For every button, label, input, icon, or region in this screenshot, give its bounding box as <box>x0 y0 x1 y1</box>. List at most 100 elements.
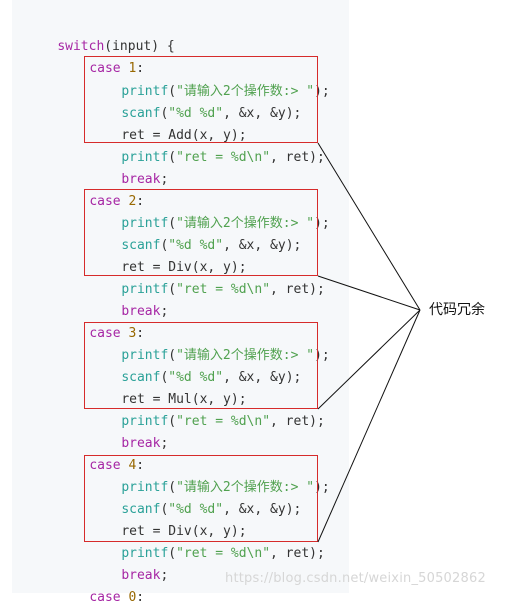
case-keyword: case <box>89 458 121 473</box>
case-number: 1 <box>128 61 137 76</box>
assign-statement: ret = Add(x, y); <box>121 128 247 143</box>
printf-args: , ret); <box>270 414 325 429</box>
printf-function: printf <box>121 84 169 99</box>
case-4-scanf: scanf("%d %d", &x, &y); <box>90 477 301 517</box>
case-2-label: case 2: <box>58 169 144 209</box>
case-1-printf-result: printf("ret = %d\n", ret); <box>90 125 325 165</box>
case-3-label: case 3: <box>58 301 144 341</box>
printf-function: printf <box>121 480 169 495</box>
result-string: "ret = %d\n" <box>176 414 271 429</box>
format-string: "%d %d" <box>168 238 224 253</box>
case-colon: : <box>136 590 145 601</box>
redundant-code-box-4 <box>84 455 318 542</box>
printf-function: printf <box>121 150 169 165</box>
switch-rest: (input) { <box>104 39 175 54</box>
printf-function: printf <box>121 414 169 429</box>
result-string: "ret = %d\n" <box>176 282 271 297</box>
case-4-assign: ret = Div(x, y); <box>90 499 246 539</box>
assign-statement: ret = Mul(x, y); <box>121 392 247 407</box>
switch-keyword: switch <box>57 39 105 54</box>
break-keyword: break <box>121 436 161 451</box>
case-3-break: break; <box>90 411 168 451</box>
redundant-code-box-1 <box>84 56 318 143</box>
switch-line: switch(input) { <box>26 14 174 54</box>
result-string: "ret = %d\n" <box>176 546 271 561</box>
paren-open: ( <box>168 348 177 363</box>
printf-function: printf <box>121 348 169 363</box>
case-keyword: case <box>89 326 121 341</box>
result-string: "ret = %d\n" <box>176 150 271 165</box>
printf-function: printf <box>121 282 169 297</box>
case-2-break: break; <box>90 279 168 319</box>
case-1-break: break; <box>90 147 168 187</box>
scanf-args: , &x, &y); <box>223 502 302 517</box>
printf-args: , ret); <box>270 546 325 561</box>
redundant-code-box-2 <box>84 189 318 276</box>
printf-args: , ret); <box>270 150 325 165</box>
paren-open: ( <box>168 546 177 561</box>
paren-open: ( <box>160 502 169 517</box>
printf-function: printf <box>121 216 169 231</box>
case-number: 0 <box>128 590 137 601</box>
case-1-label: case 1: <box>58 36 144 76</box>
paren-open: ( <box>168 150 177 165</box>
break-keyword: break <box>121 172 161 187</box>
printf-function: printf <box>121 546 169 561</box>
scanf-function: scanf <box>121 502 161 517</box>
prompt-string: "请输入2个操作数:> " <box>176 84 315 99</box>
case-number: 2 <box>128 194 137 209</box>
case-keyword: case <box>89 194 121 209</box>
scanf-function: scanf <box>121 370 161 385</box>
scanf-args: , &x, &y); <box>223 370 302 385</box>
paren-open: ( <box>160 106 169 121</box>
case-1-assign: ret = Add(x, y); <box>90 103 246 143</box>
semicolon: ; <box>160 172 169 187</box>
assign-statement: ret = Div(x, y); <box>121 524 247 539</box>
redundancy-annotation-label: 代码冗余 <box>429 302 485 318</box>
paren-open: ( <box>168 216 177 231</box>
case-2-assign: ret = Div(x, y); <box>90 235 246 275</box>
semicolon: ; <box>160 304 169 319</box>
case-number: 3 <box>128 326 137 341</box>
semicolon: ; <box>160 436 169 451</box>
case-3-assign: ret = Mul(x, y); <box>90 367 246 407</box>
break-keyword: break <box>121 304 161 319</box>
assign-statement: ret = Div(x, y); <box>121 260 247 275</box>
break-keyword: break <box>121 568 161 583</box>
case-3-scanf: scanf("%d %d", &x, &y); <box>90 345 301 385</box>
case-3-printf-result: printf("ret = %d\n", ret); <box>90 389 325 429</box>
case-colon: : <box>136 326 145 341</box>
paren-open: ( <box>160 370 169 385</box>
case-colon: : <box>136 458 145 473</box>
prompt-string: "请输入2个操作数:> " <box>176 348 315 363</box>
redundant-code-box-3 <box>84 322 318 409</box>
semicolon: ; <box>160 568 169 583</box>
format-string: "%d %d" <box>168 502 224 517</box>
code-panel-top-strip <box>12 0 349 8</box>
paren-open: ( <box>168 480 177 495</box>
scanf-args: , &x, &y); <box>223 238 302 253</box>
scanf-function: scanf <box>121 106 161 121</box>
case-2-printf-result: printf("ret = %d\n", ret); <box>90 257 325 297</box>
format-string: "%d %d" <box>168 106 224 121</box>
case-colon: : <box>136 61 145 76</box>
case-2-scanf: scanf("%d %d", &x, &y); <box>90 213 301 253</box>
case-number: 4 <box>128 458 137 473</box>
csdn-watermark: https://blog.csdn.net/weixin_50502862 <box>225 571 486 586</box>
case-1-scanf: scanf("%d %d", &x, &y); <box>90 81 301 121</box>
case-4-printf-result: printf("ret = %d\n", ret); <box>90 521 325 561</box>
paren-open: ( <box>168 414 177 429</box>
paren-open: ( <box>168 84 177 99</box>
code-block: switch(input) { case 1: printf("请输入2个操作数… <box>12 8 349 601</box>
case-4-label: case 4: <box>58 433 144 473</box>
scanf-args: , &x, &y); <box>223 106 302 121</box>
prompt-string: "请输入2个操作数:> " <box>176 480 315 495</box>
case-keyword: case <box>89 590 121 601</box>
scanf-function: scanf <box>121 238 161 253</box>
paren-open: ( <box>160 238 169 253</box>
case-4-break: break; <box>90 543 168 583</box>
case-colon: : <box>136 194 145 209</box>
prompt-string: "请输入2个操作数:> " <box>176 216 315 231</box>
printf-args: , ret); <box>270 282 325 297</box>
paren-open: ( <box>168 282 177 297</box>
